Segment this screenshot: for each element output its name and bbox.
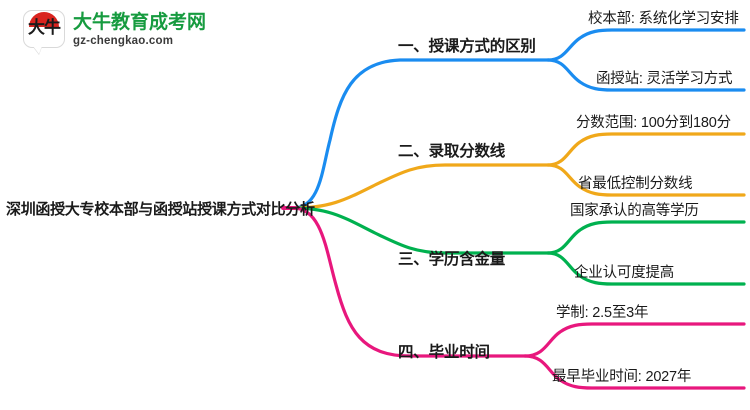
leaf-connector-2-2 [546, 163, 746, 197]
leaf-label-1-1: 校本部: 系统化学习安排 [588, 11, 739, 27]
leaf-label-4-1: 学制: 2.5至3年 [556, 305, 649, 321]
branch-label-3: 三、学历含金量 [398, 251, 506, 268]
logo-mark-text: 大牛 [28, 18, 61, 37]
logo-mark-icon: 大牛 [22, 8, 66, 52]
leaf-connector-3-1 [546, 220, 746, 255]
leaf-connector-1-2 [546, 58, 746, 92]
leaf-connector-4-1 [523, 322, 746, 358]
leaf-label-1-2: 函授站: 灵活学习方式 [596, 71, 733, 87]
logo-text-block: 大牛教育成考网 gz-chengkao.com [73, 12, 206, 48]
leaf-label-3-2: 企业认可度提高 [574, 265, 675, 281]
logo-sun-shape [29, 12, 59, 27]
leaf-connector-2-1 [546, 132, 746, 167]
branch-label-2: 二、录取分数线 [398, 143, 506, 160]
branch-connector-3 [291, 206, 550, 255]
branch-connector-4 [291, 206, 527, 358]
branch-label-1: 一、授课方式的区别 [398, 38, 536, 55]
logo-title: 大牛教育成考网 [73, 12, 207, 33]
leaf-connector-3-2 [546, 251, 746, 286]
site-logo: 大牛 大牛教育成考网 gz-chengkao.com [22, 6, 212, 54]
branch-connector-2 [291, 163, 550, 210]
leaf-label-3-1: 国家承认的高等学历 [570, 203, 699, 219]
mindmap-root-label: 深圳函授大专校本部与函授站授课方式对比分析 [6, 201, 315, 218]
branch-connector-1 [291, 58, 550, 210]
logo-subtitle: gz-chengkao.com [73, 35, 174, 47]
leaf-connector-4-2 [523, 354, 746, 390]
branch-label-4: 四、毕业时间 [398, 344, 490, 361]
leaf-connector-1-1 [546, 28, 746, 62]
leaf-label-4-2: 最早毕业时间: 2027年 [552, 369, 692, 385]
leaf-label-2-2: 省最低控制分数线 [578, 176, 693, 192]
leaf-label-2-1: 分数范围: 100分到180分 [576, 115, 731, 131]
